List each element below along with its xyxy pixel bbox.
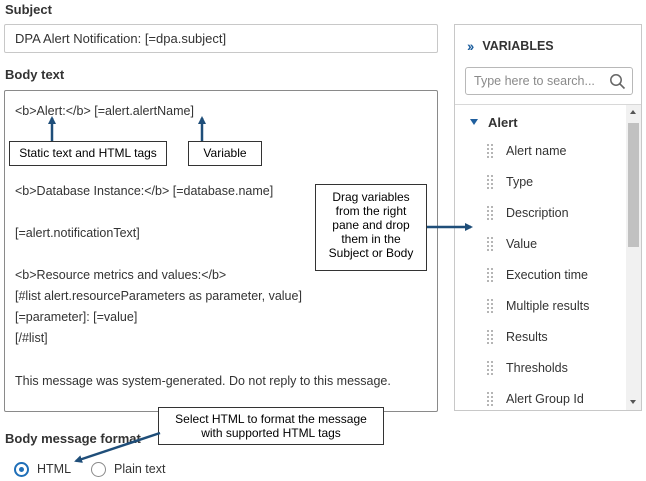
drag-handle-icon	[487, 237, 495, 251]
body-format-radio-group: HTML Plain text	[14, 460, 165, 478]
drag-handle-icon	[487, 299, 495, 313]
scroll-up-icon[interactable]	[630, 110, 636, 114]
body-line: [=parameter]: [=value]	[15, 310, 138, 324]
html-radio[interactable]	[14, 461, 29, 477]
variables-header: ›› VARIABLES	[467, 37, 554, 55]
variable-callout: Variable	[188, 141, 262, 166]
variables-panel: ›› VARIABLES Alert Alert name Type Descr…	[454, 24, 642, 411]
drag-handle-icon	[487, 144, 495, 158]
variable-item-label: Type	[506, 175, 534, 189]
variables-search-box[interactable]	[465, 67, 633, 95]
caret-down-icon	[470, 119, 478, 125]
html-radio-label[interactable]: HTML	[37, 462, 72, 476]
drag-handle-icon	[487, 330, 495, 344]
variable-item[interactable]: Alert Group Id	[487, 390, 584, 408]
search-icon[interactable]	[609, 73, 626, 90]
variable-item[interactable]: Execution time	[487, 266, 588, 284]
plain-text-radio-label[interactable]: Plain text	[114, 462, 166, 476]
subject-label: Subject	[5, 2, 52, 17]
variable-item[interactable]: Type	[487, 173, 533, 191]
variables-search-input[interactable]	[474, 73, 604, 89]
drag-handle-icon	[487, 392, 495, 406]
body-format-label: Body message format	[5, 431, 141, 446]
body-line: <b>Database Instance:</b> [=database.nam…	[15, 184, 274, 198]
select-html-callout: Select HTML to format the message with s…	[158, 407, 384, 445]
body-line: [=alert.notificationText]	[15, 226, 140, 240]
body-line: <b>Resource metrics and values:</b>	[15, 268, 227, 282]
variable-item-label: Description	[506, 206, 569, 220]
variable-item[interactable]: Description	[487, 204, 569, 222]
variable-item[interactable]: Value	[487, 235, 537, 253]
subject-input[interactable]: DPA Alert Notification: [=dpa.subject]	[4, 24, 438, 53]
drag-handle-icon	[487, 175, 495, 189]
variable-item-label: Alert name	[506, 144, 567, 158]
variable-item-label: Execution time	[506, 268, 588, 282]
variables-scrollbar[interactable]	[626, 105, 641, 410]
static-text-callout: Static text and HTML tags	[9, 141, 167, 166]
drag-handle-icon	[487, 268, 495, 282]
body-line: [/#list]	[15, 331, 48, 345]
variable-item[interactable]: Thresholds	[487, 359, 568, 377]
scrollbar-thumb[interactable]	[628, 123, 639, 247]
variable-item[interactable]: Results	[487, 328, 548, 346]
variable-group-alert[interactable]: Alert	[470, 113, 518, 131]
variable-item[interactable]: Alert name	[487, 142, 566, 160]
plain-text-radio[interactable]	[91, 461, 107, 477]
panel-divider	[455, 104, 641, 105]
double-chevron-right-icon[interactable]: ››	[467, 38, 474, 54]
scroll-down-icon[interactable]	[630, 400, 636, 404]
body-line: This message was system-generated. Do no…	[15, 374, 391, 388]
body-text-label: Body text	[5, 67, 65, 82]
variable-item[interactable]: Multiple results	[487, 297, 589, 315]
variable-group-label: Alert	[488, 114, 518, 130]
variable-item-label: Alert Group Id	[506, 392, 584, 406]
variable-item-label: Multiple results	[506, 299, 590, 313]
drag-handle-icon	[487, 361, 495, 375]
variable-item-label: Thresholds	[506, 361, 568, 375]
body-line: <b>Alert:</b> [=alert.alertName]	[15, 104, 194, 118]
drag-handle-icon	[487, 206, 495, 220]
variables-title: VARIABLES	[482, 39, 554, 53]
drag-variables-callout: Drag variables from the right pane and d…	[315, 184, 427, 271]
variable-item-label: Value	[506, 237, 538, 251]
variable-item-label: Results	[506, 330, 548, 344]
body-line: [#list alert.resourceParameters as param…	[15, 289, 302, 303]
